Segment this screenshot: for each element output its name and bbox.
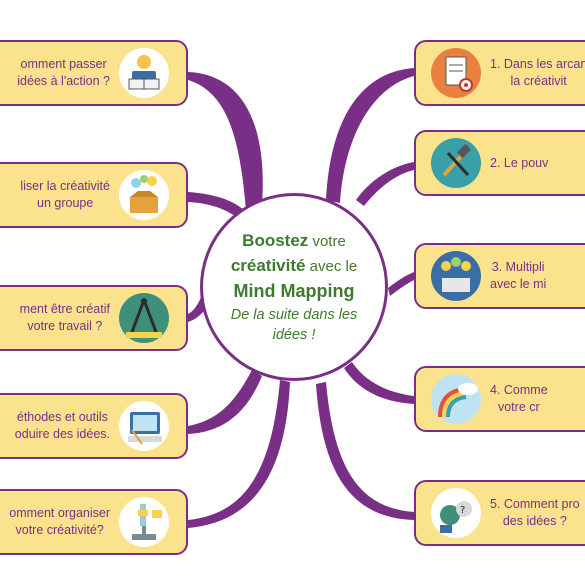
topic-label: éthodes et outils oduire des idées. <box>14 410 110 441</box>
branch-left-5 <box>188 380 290 528</box>
center-word-boostez: Boostez <box>242 231 309 250</box>
topic-node-right-5[interactable]: ? 5. Comment pro des idées ? <box>414 480 585 546</box>
rainbow-cloud-icon <box>430 373 482 425</box>
center-subtitle: De la suite dans les idées ! <box>230 307 358 343</box>
topic-node-right-2[interactable]: 2. Le pouv <box>414 130 585 196</box>
topic-node-left-1[interactable]: omment passer idées à l'action ? <box>0 40 188 106</box>
computer-tools-icon <box>118 400 170 452</box>
center-line-1: Boostez votre <box>242 229 346 254</box>
center-word-mind-mapping: Mind Mapping <box>233 281 355 301</box>
branch-left-2 <box>188 192 244 218</box>
clipboard-target-icon <box>430 47 482 99</box>
svg-text:?: ? <box>460 505 465 516</box>
topic-label: 1. Dans les arcan la créativit <box>490 57 585 88</box>
central-topic[interactable]: Boostez votre créativité avec le Mind Ma… <box>200 193 388 381</box>
center-line-3: Mind Mapping <box>234 279 355 305</box>
center-word-creativite: créativité <box>230 256 306 275</box>
question-heads-icon: ? <box>430 487 482 539</box>
center-word-votre: votre <box>308 233 346 250</box>
topic-label: 3. Multipli avec le mi <box>490 260 547 291</box>
branch-right-1 <box>326 68 414 203</box>
center-word-avec-le: avec le <box>305 258 358 275</box>
topic-node-right-3[interactable]: 3. Multipli avec le mi <box>414 243 585 309</box>
branch-left-1 <box>188 72 263 210</box>
topic-label: liser la créativité un groupe <box>20 179 110 210</box>
microscope-icon <box>118 496 170 548</box>
topic-node-left-5[interactable]: omment organiser votre créativité? <box>0 489 188 555</box>
topic-label: 4. Comme votre cr <box>490 383 548 414</box>
topic-node-right-4[interactable]: 4. Comme votre cr <box>414 366 585 432</box>
branch-right-2 <box>356 162 414 206</box>
topic-node-right-1[interactable]: 1. Dans les arcan la créativit <box>414 40 585 106</box>
topic-node-left-2[interactable]: liser la créativité un groupe <box>0 162 188 228</box>
center-line-2: créativité avec le <box>231 254 357 279</box>
topic-label: omment organiser votre créativité? <box>9 506 110 537</box>
topic-label: omment passer idées à l'action ? <box>17 57 110 88</box>
topic-label: 2. Le pouv <box>490 155 549 170</box>
compass-ruler-icon <box>118 292 170 344</box>
topic-node-left-4[interactable]: éthodes et outils oduire des idées. <box>0 393 188 459</box>
topic-node-left-3[interactable]: ment être créatif votre travail ? <box>0 285 188 351</box>
topic-label: ment être créatif votre travail ? <box>19 302 110 333</box>
branch-right-5 <box>316 382 414 520</box>
hammer-screwdriver-icon <box>430 137 482 189</box>
lightbulb-box-icon <box>118 169 170 221</box>
ideas-tablet-icon <box>430 250 482 302</box>
topic-label: 5. Comment pro des idées ? <box>490 497 580 528</box>
branch-left-4 <box>188 370 262 434</box>
branch-right-3 <box>388 272 414 296</box>
branch-right-4 <box>344 362 414 404</box>
person-reading-icon <box>118 47 170 99</box>
